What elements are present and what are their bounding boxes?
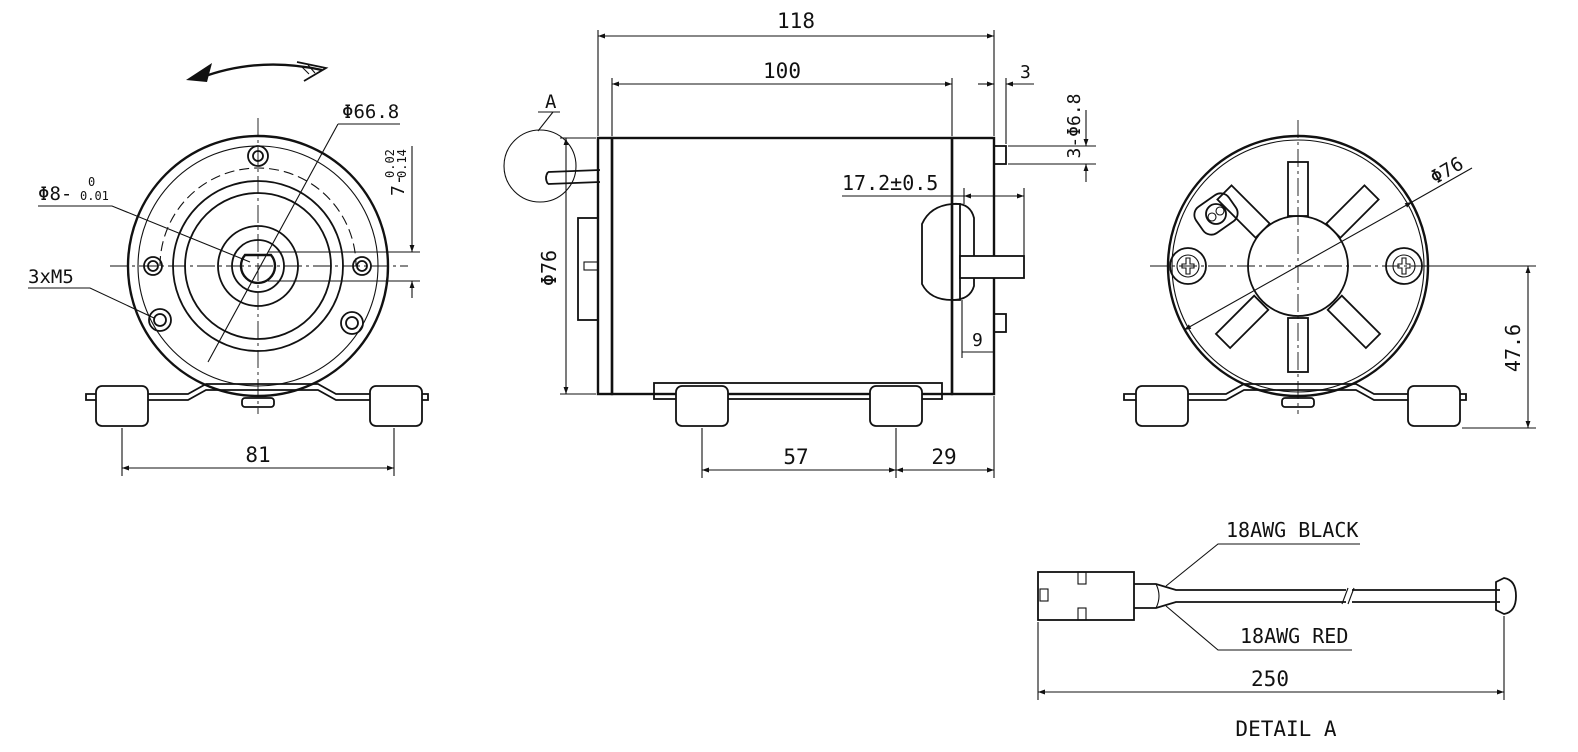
label-flat-tol-upper: 0.02 <box>383 149 397 178</box>
label-rear-diameter: Φ76 <box>1427 153 1468 189</box>
label-foot-to-end: 29 <box>931 445 956 469</box>
detail-a-title: DETAIL A <box>1235 717 1337 741</box>
label-cable-length: 250 <box>1251 667 1289 691</box>
rear-view: Φ76 47.6 <box>1123 120 1536 429</box>
front-view: Φ66.8 Φ8- 0 0.01 7- 0.02 0.14 3xM5 81 <box>28 61 429 476</box>
rear-terminal <box>1193 192 1239 236</box>
label-body-diameter: Φ76 <box>537 250 561 286</box>
label-pin-holes: 3-Φ6.8 <box>1064 93 1085 158</box>
side-view: A 118 100 3 <box>503 9 1096 478</box>
label-threads: 3xM5 <box>28 266 74 288</box>
label-step-9: 9 <box>972 330 983 351</box>
front-mounting-bracket <box>85 383 429 427</box>
label-flat-size: 7- <box>388 174 409 196</box>
label-body-length: 100 <box>763 59 801 83</box>
label-red-wire: 18AWG RED <box>1240 624 1348 648</box>
label-flange-diameter: Φ66.8 <box>342 101 399 123</box>
rear-mounting-bracket <box>1123 383 1467 427</box>
label-flat-tol-lower: 0.14 <box>395 149 409 178</box>
label-shaft-diameter: Φ8- <box>38 183 72 205</box>
label-detail-callout: A <box>545 91 557 113</box>
label-foot-spacing: 57 <box>783 445 808 469</box>
rotation-arrow-icon <box>186 61 329 82</box>
label-center-height: 47.6 <box>1501 324 1525 372</box>
label-boss-size: 17.2±0.5 <box>842 171 938 195</box>
label-pin-offset: 3 <box>1020 62 1031 83</box>
label-shaft-tol-upper: 0 <box>88 175 95 189</box>
detail-a: 18AWG BLACK 18AWG RED 250 DETAIL A <box>1037 518 1517 741</box>
label-shaft-tol-lower: 0.01 <box>80 189 109 203</box>
label-foot-span: 81 <box>245 443 270 467</box>
label-black-wire: 18AWG BLACK <box>1226 518 1358 542</box>
label-overall-length: 118 <box>777 9 815 33</box>
